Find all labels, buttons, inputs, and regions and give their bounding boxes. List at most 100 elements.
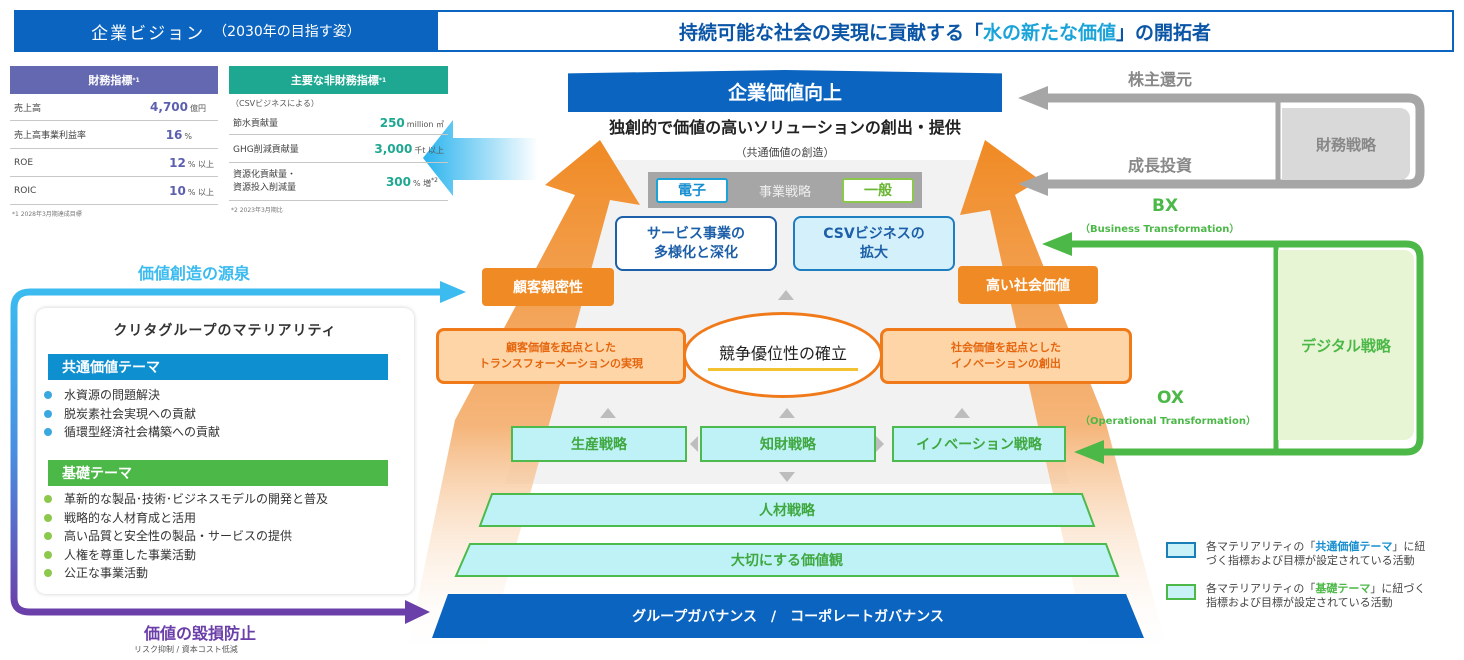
ox-sublabel: （Operational Transformation）	[1080, 416, 1256, 427]
legend-item-basic: 各マテリアリティの「基礎テーマ」に紐づく指標および目標が設定されている活動	[1166, 582, 1436, 610]
up-triangle-left	[600, 408, 616, 418]
materiality-panel: クリタグループのマテリアリティ 共通価値テーマ 水資源の問題解決 脱炭素社会実現…	[36, 308, 414, 594]
footnote-marker: *1	[378, 76, 387, 84]
up-triangle-center	[778, 290, 794, 300]
table-row: ROIC 10% 以上	[10, 177, 218, 205]
table-row: 資源化貢献量・資源投入削減量 300% 増*2	[229, 163, 448, 201]
competitive-advantage-label: 競争優位性の確立	[718, 343, 847, 363]
row-unit: %	[184, 131, 192, 141]
general-tag: 一般	[841, 177, 914, 203]
item-text: 脱炭素社会実現への貢献	[64, 406, 197, 421]
value-protection-label: 価値の毀損防止	[144, 624, 257, 643]
legend-text-common: 各マテリアリティの「共通価値テーマ」に紐づく指標および目標が設定されている活動	[1206, 540, 1436, 568]
hr-strategy-label: 人材戦略	[759, 503, 815, 519]
bullet-icon	[44, 428, 52, 437]
legend-highlight: 基礎テーマ	[1315, 582, 1371, 595]
csv-line-2: 拡大	[859, 244, 888, 261]
electronics-tag: 電子	[656, 177, 728, 203]
row-unit: % 以上	[187, 159, 214, 169]
growth-arrowhead	[1018, 172, 1048, 196]
row-label: GHG削減貢献量	[233, 145, 299, 155]
basic-theme-bar: 基礎テーマ	[48, 460, 388, 486]
financial-footnote: *1 2028年3月期達成目標	[12, 211, 82, 218]
item-text: 革新的な製品･技術･ビジネスモデルの開発と普及	[64, 492, 329, 506]
bullet-icon	[44, 391, 52, 400]
row-value: 250	[379, 115, 405, 130]
corporate-value-banner: 企業価値向上	[568, 70, 1002, 112]
transform-line-1: 顧客価値を起点とした	[506, 341, 616, 355]
bx-sublabel: （Business Transformation）	[1080, 224, 1240, 235]
bullet-icon	[44, 569, 52, 578]
innovation-line-2: イノベーションの創出	[951, 357, 1061, 370]
row-label: 節水貢献量	[233, 119, 279, 129]
legend-post: 」に紐づく指標および目標が設定されている活動	[1206, 582, 1426, 609]
legend-swatch-blue	[1166, 542, 1196, 558]
item-text: 高い品質と安全性の製品・サービスの提供	[64, 529, 293, 543]
digital-strategy-box: デジタル戦略	[1278, 250, 1414, 440]
vision-header: 企業ビジョン （2030年の目指す姿）	[14, 10, 438, 52]
customer-intimacy-tag: 顧客親密性	[482, 268, 614, 306]
row-label: 売上高	[14, 103, 42, 114]
row-label: ROIC	[14, 185, 37, 196]
basic-theme-list: 革新的な製品･技術･ビジネスモデルの開発と普及 戦略的な人材育成と活用 高い品質…	[44, 490, 328, 583]
item-text: 水資源の問題解決	[64, 388, 161, 402]
solution-statement: 独創的で価値の高いソリューションの創出・提供	[609, 118, 961, 137]
list-item: 水資源の問題解決	[44, 386, 220, 405]
legend-highlight: 共通価値テーマ	[1315, 540, 1393, 553]
item-text: 公正な事業活動	[64, 566, 149, 580]
down-triangle-mid	[779, 472, 795, 482]
row-label-2: 資源投入削減量	[233, 182, 297, 193]
footnote-marker: *2	[431, 176, 438, 184]
csv-business-box: CSVビジネスの拡大	[793, 216, 955, 271]
row-value: 300	[385, 174, 412, 189]
business-strategy-label: 事業戦略	[758, 184, 811, 200]
values-layer	[454, 543, 1120, 577]
innovation-line-1: 社会価値を起点とした	[951, 341, 1061, 355]
row-value: 3,000	[374, 141, 413, 156]
bullet-icon	[44, 495, 52, 504]
list-item: 戦略的な人材育成と活用	[44, 509, 328, 528]
financial-table-header: 財務指標*1	[10, 66, 218, 94]
shareholder-arrowhead	[1018, 86, 1048, 110]
innovation-strategy-box: イノベーション戦略	[892, 426, 1066, 462]
legend-pre: 各マテリアリティの「	[1206, 540, 1316, 553]
high-social-value-tag: 高い社会価値	[958, 266, 1098, 304]
right-triangle	[876, 436, 884, 452]
item-text: 循環型経済社会構築への貢献	[64, 425, 221, 439]
digital-loop	[1072, 240, 1424, 456]
list-item: 革新的な製品･技術･ビジネスモデルの開発と普及	[44, 490, 328, 509]
non-financial-title: 主要な非財務指標	[290, 74, 379, 87]
non-financial-table-header: 主要な非財務指標*1	[229, 66, 448, 94]
vision-statement: 持続可能な社会の実現に貢献する「 水の新たな価値 」の開拓者	[438, 10, 1454, 52]
row-value: 12	[169, 155, 186, 170]
legend-post: 」に紐づく指標および目標が設定されている活動	[1206, 540, 1426, 567]
value-source-label: 価値創造の源泉	[138, 264, 251, 283]
statement-highlight: 水の新たな価値	[982, 21, 1116, 44]
production-strategy-box: 生産戦略	[511, 426, 687, 462]
row-label: 売上高事業利益率	[14, 131, 87, 141]
bullet-icon	[44, 532, 52, 541]
row-value: 10	[169, 183, 186, 198]
row-value: 16	[165, 127, 183, 142]
list-item: 人権を尊重した事業活動	[44, 546, 328, 565]
financial-title: 財務指標	[88, 74, 133, 87]
vision-subtitle: （2030年の目指す姿）	[213, 24, 361, 40]
governance-layer	[432, 594, 1144, 638]
customer-transformation-box: 顧客価値を起点としたトランスフォーメーションの実現	[436, 328, 686, 384]
output-arrow	[423, 120, 538, 196]
shareholder-return-label: 株主還元	[1128, 70, 1193, 89]
value-protection-sublabel: リスク抑制 / 資本コスト低減	[134, 645, 238, 654]
ox-arrowhead	[1074, 440, 1104, 464]
service-business-box: サービス事業の多様化と深化	[615, 216, 777, 271]
growth-investment-label: 成長投資	[1128, 156, 1193, 175]
transform-line-2: トランスフォーメーションの実現	[478, 357, 644, 370]
legend-item-common: 各マテリアリティの「共通価値テーマ」に紐づく指標および目標が設定されている活動	[1166, 540, 1436, 568]
ip-strategy-box: 知財戦略	[700, 426, 876, 462]
underline	[708, 367, 858, 371]
legend-swatch-green	[1166, 584, 1196, 600]
list-item: 循環型経済社会構築への貢献	[44, 423, 220, 442]
